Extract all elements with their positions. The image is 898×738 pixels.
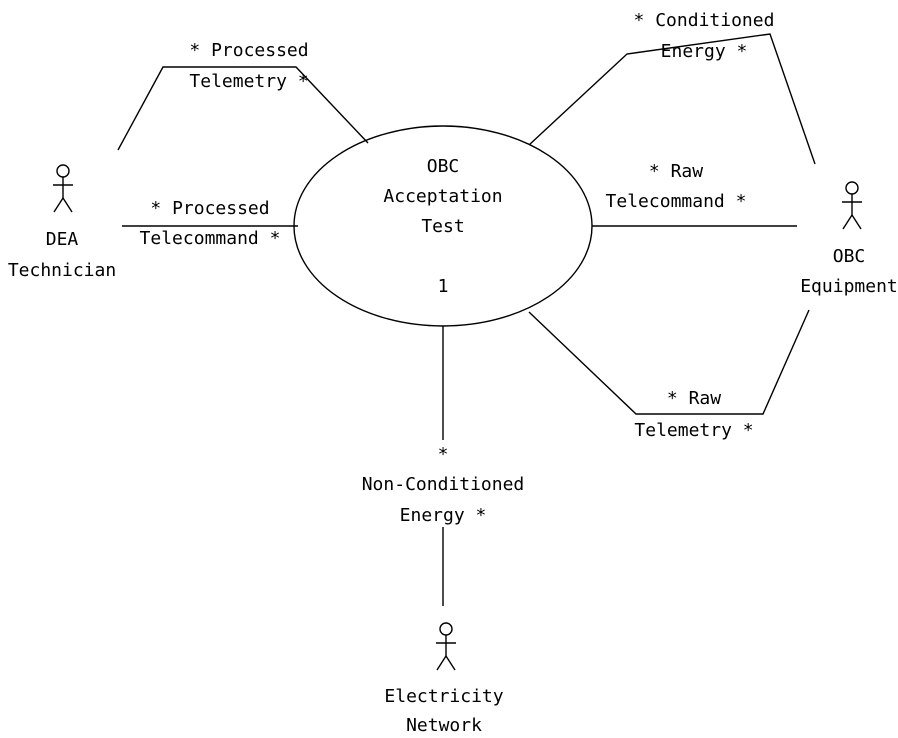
actor-dea-technician[interactable]: DEA Technician (8, 164, 116, 281)
use-case-name-line-1: OBC (427, 156, 460, 177)
actor-label-line-1: DEA (46, 229, 79, 250)
association-processed-telemetry[interactable]: * Processed Telemetry * (117, 40, 369, 151)
association-line (117, 66, 369, 151)
actor-label-line-1: OBC (833, 246, 866, 267)
association-label-line-1: * (438, 444, 449, 465)
stick-figure-icon (842, 181, 862, 230)
association-label-line-2: Telemetry * (634, 420, 753, 441)
actor-label-line-2: Equipment (800, 276, 898, 297)
association-line (528, 33, 816, 165)
association-raw-telecommand[interactable]: * Raw Telecommand * (592, 161, 797, 227)
association-label-line-3: Energy * (400, 505, 487, 526)
actor-obc-equipment[interactable]: OBC Equipment (800, 181, 898, 297)
association-label-line-2: Telemetry * (189, 71, 308, 92)
association-label-line-1: * Conditioned (634, 10, 775, 31)
actor-label-line-2: Network (406, 715, 482, 736)
association-non-conditioned-energy[interactable]: * Non-Conditioned Energy * (362, 326, 525, 606)
association-raw-telemetry[interactable]: * Raw Telemetry * (528, 309, 810, 441)
use-case-obc-acceptation-test[interactable]: OBC Acceptation Test 1 (293, 125, 593, 327)
association-processed-telecommand[interactable]: * Processed Telecommand * (122, 198, 298, 249)
association-label-line-2: Energy * (661, 41, 748, 62)
use-case-name-line-3: Test (421, 216, 464, 237)
association-label-line-2: Telecommand * (606, 191, 747, 212)
association-label-line-1: * Raw (667, 388, 721, 409)
use-case-multiplicity: 1 (438, 276, 449, 297)
actor-label-line-2: Technician (8, 260, 116, 281)
association-label-line-1: * Processed (150, 198, 269, 219)
stick-figure-icon (53, 164, 73, 213)
actor-electricity-network[interactable]: Electricity Network (384, 622, 504, 736)
association-label-line-1: * Processed (189, 40, 308, 61)
use-case-name-line-2: Acceptation (383, 186, 502, 207)
association-label-line-2: Telecommand * (140, 228, 281, 249)
association-line (528, 309, 810, 415)
association-conditioned-energy[interactable]: * Conditioned Energy * (528, 10, 816, 165)
actor-label-line-1: Electricity (384, 686, 503, 707)
association-label-line-2: Non-Conditioned (362, 474, 525, 495)
association-label-line-1: * Raw (649, 161, 703, 182)
stick-figure-icon (436, 622, 456, 671)
